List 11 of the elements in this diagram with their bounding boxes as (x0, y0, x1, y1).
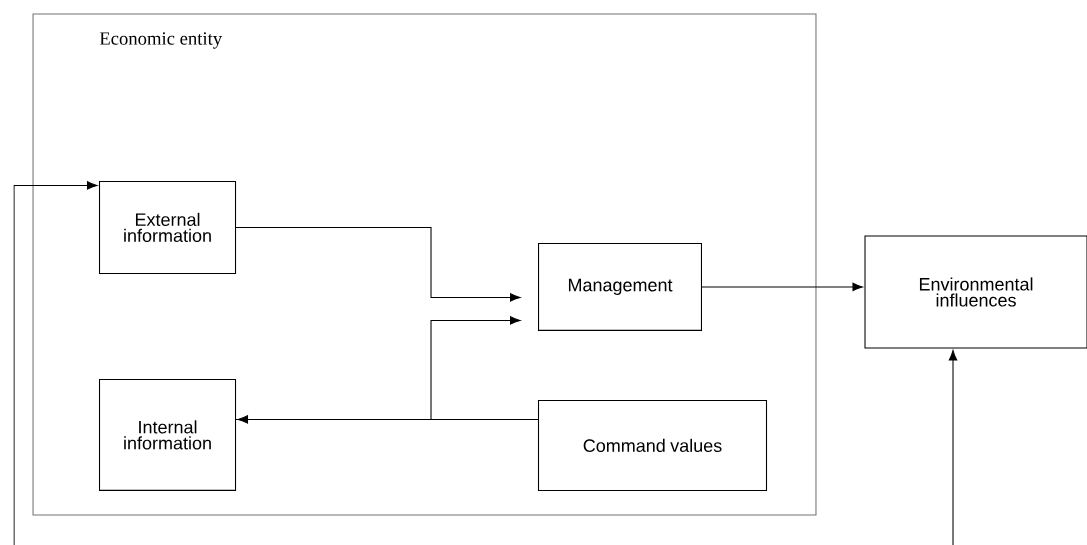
process-box: Management (538, 242, 702, 331)
process-box: Command values (537, 399, 768, 491)
arrow (948, 350, 958, 545)
arrow (13, 181, 98, 545)
arrow (235, 226, 521, 302)
process-box: Environmental influences (864, 235, 1087, 349)
arrow (237, 415, 539, 424)
process-box: External information (98, 180, 237, 274)
arrow (701, 282, 863, 292)
process-box: Internal information (98, 378, 237, 491)
box-heading: Economic entity (99, 32, 223, 49)
